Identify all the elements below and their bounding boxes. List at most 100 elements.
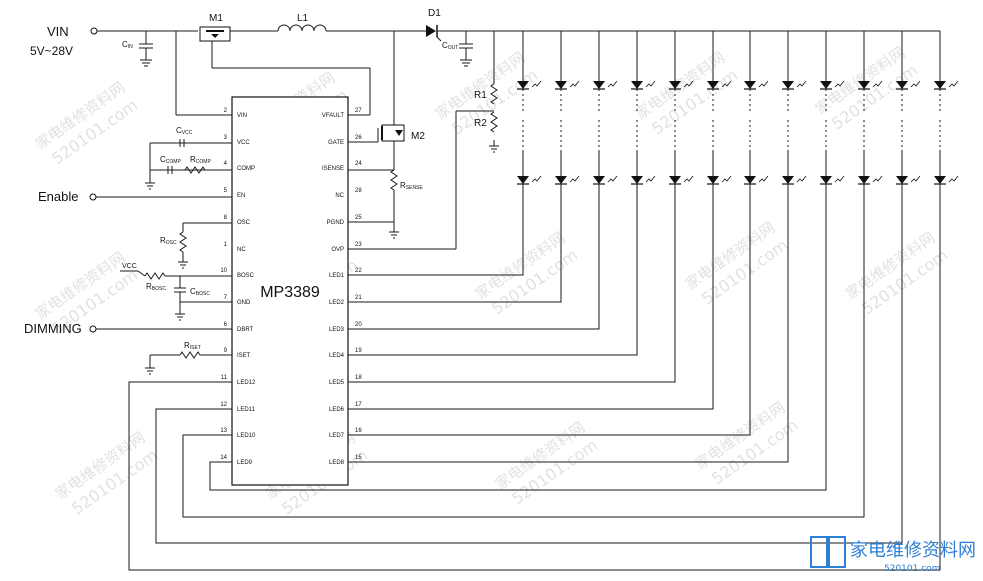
pin-number: 6 (224, 322, 228, 328)
left-pin-group: 2VIN3VCC4COMP5EN8OSC1NC10BOSC7GND6DBRT9I… (220, 108, 256, 466)
led-string (744, 31, 769, 185)
pin-number: 5 (224, 188, 228, 194)
light-arrow-icon (948, 80, 959, 88)
led-diode (593, 176, 605, 184)
led-diode (517, 176, 529, 184)
logo-url: 520101.com (884, 564, 940, 574)
pin-number: 23 (355, 242, 362, 248)
light-arrow-icon (645, 175, 656, 183)
light-arrow-icon (834, 80, 845, 88)
led-string (631, 31, 656, 185)
pin-name: PGND (327, 220, 345, 226)
r1-r2-divider: R1 R2 (348, 31, 499, 250)
logo-title: 家电维修资料网 (850, 540, 976, 561)
pin-number: 7 (224, 295, 228, 301)
right-pin-group: 27VFAULT26GATE24ISENSE28NC25PGND23OVP22L… (322, 108, 363, 466)
led-diode (782, 176, 794, 184)
led-string (934, 31, 959, 185)
mp3389-chip (231, 96, 349, 486)
led-routing (128, 184, 941, 571)
led-string (517, 31, 542, 185)
light-arrow-icon (569, 80, 580, 88)
pin-number: 8 (224, 215, 228, 221)
pin-name: VCC (237, 140, 250, 146)
rosc-network: ROSC (160, 222, 232, 269)
pin-number: 13 (220, 428, 227, 434)
d1-label: D1 (428, 8, 441, 19)
led-diode (820, 176, 832, 184)
m2-label: M2 (411, 131, 425, 142)
pin-number: 24 (355, 161, 362, 167)
pin-name: COMP (237, 166, 255, 172)
pin-number: 20 (355, 322, 362, 328)
pin-name: VFAULT (322, 113, 345, 119)
led-string (669, 31, 694, 185)
light-arrow-icon (721, 175, 732, 183)
led-diode (858, 81, 870, 89)
led-diode (555, 81, 567, 89)
chip-name: MP3389 (260, 284, 320, 301)
light-arrow-icon (683, 80, 694, 88)
vin-label: VIN (47, 24, 69, 39)
pin-name: NC (335, 193, 344, 199)
led-array (517, 31, 959, 185)
pin-number: 3 (224, 135, 228, 141)
enable-terminal (89, 193, 97, 201)
led-diode (555, 176, 567, 184)
vin-terminal (90, 27, 98, 35)
pin-name: LED9 (237, 460, 253, 466)
light-arrow-icon (796, 80, 807, 88)
cout-capacitor: COUT (442, 31, 473, 67)
pin-number: 21 (355, 295, 362, 301)
rosc-label: ROSC (160, 236, 177, 246)
m2-mosfet: M2 RSENSE (348, 124, 425, 239)
pin-name: LED12 (237, 380, 256, 386)
led-string (707, 31, 732, 185)
rsense-label: RSENSE (400, 181, 423, 191)
pin-number: 28 (355, 188, 362, 194)
ccomp-label: CCOMP (160, 155, 181, 165)
light-arrow-icon (834, 175, 845, 183)
pin-number: 16 (355, 428, 362, 434)
pin-name: OSC (237, 220, 251, 226)
pin-number: 10 (220, 268, 227, 274)
light-arrow-icon (796, 175, 807, 183)
pin-name: LED6 (329, 407, 345, 413)
pin-name: BOSC (237, 273, 255, 279)
riset-label: RISET (184, 341, 201, 351)
dimming-terminal (89, 325, 97, 333)
led-string (555, 31, 580, 185)
pin-name: LED10 (237, 433, 256, 439)
led-diode (820, 81, 832, 89)
dimming-label: DIMMING (24, 321, 82, 336)
vin-range-label: 5V~28V (30, 44, 73, 58)
led-diode (896, 81, 908, 89)
led-diode (744, 81, 756, 89)
light-arrow-icon (569, 175, 580, 183)
light-arrow-icon (872, 80, 883, 88)
pin-number: 1 (224, 242, 228, 248)
led-diode (744, 176, 756, 184)
vcc-cap-network: CVCC CCOMP RCOMP (145, 126, 232, 190)
pin-number: 26 (355, 135, 362, 141)
pin-name: NC (237, 247, 246, 253)
pin-name: VIN (237, 113, 247, 119)
l1-label: L1 (297, 13, 309, 24)
pin-name: ISET (237, 353, 251, 359)
pin-name: GATE (328, 140, 344, 146)
cbosc-label: CBOSC (190, 287, 210, 297)
light-arrow-icon (607, 80, 618, 88)
led-diode (669, 176, 681, 184)
cout-label: COUT (442, 41, 458, 51)
site-logo: 家电维修资料网 520101.com (810, 536, 976, 574)
m1-label: M1 (209, 13, 223, 24)
led-diode (896, 176, 908, 184)
light-arrow-icon (872, 175, 883, 183)
led-diode (707, 176, 719, 184)
l1-inductor: L1 (277, 13, 426, 32)
